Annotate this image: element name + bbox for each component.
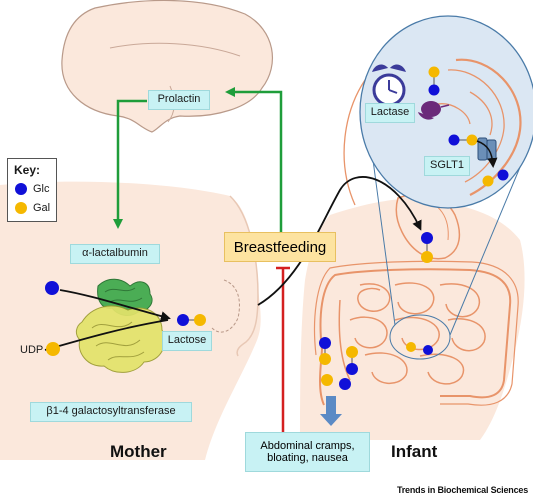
glc-molecule [423,345,433,355]
glc-molecule [428,84,440,96]
lactose-label: Lactose [162,331,212,351]
gal-molecule [406,342,416,352]
zoom-region [389,314,451,360]
gal-molecule [319,353,331,365]
key-title: Key: [14,163,41,177]
large-intestine [319,268,512,399]
glc-molecule [45,281,59,295]
glc-molecule [339,378,351,390]
prolactin-label: Prolactin [148,90,210,110]
key-glc-label: Glc [33,183,50,195]
lactase-label: Lactase [365,103,415,123]
gal-molecule [482,175,494,187]
gal-key-swatch [15,202,27,214]
alpha-lactalbumin-label: α-lactalbumin [70,244,160,264]
infant-title: Infant [391,442,438,461]
glc-molecule [448,134,460,146]
key-gal-label: Gal [33,202,51,214]
gal-molecule [421,251,433,263]
mother-title: Mother [110,442,167,461]
gal-molecule [46,342,60,356]
down-arrow-icon [320,396,342,426]
lactase-enzyme-icon [418,101,450,120]
glc-key-swatch [15,183,27,195]
glc-molecule [177,314,189,326]
symptoms-line-1: Abdominal cramps, [260,440,355,452]
glc-molecule [421,232,433,244]
gal-molecule [346,346,358,358]
nipple-outline [211,279,240,333]
breastfeeding-label: Breastfeeding [224,232,336,262]
key-legend: Key: Glc Gal [7,158,57,222]
gal-molecule [194,314,206,326]
galactosyltransferase-label: β1-4 galactosyltransferase [30,402,192,422]
glc-molecule [497,169,509,181]
infant-head [343,79,366,206]
brain [61,0,274,133]
glc-molecule [346,363,358,375]
mother-breast-outline [229,195,259,357]
gal-molecule [321,374,333,386]
infant-body [300,198,525,440]
udp-label: UDP [20,344,44,356]
sglt1-label: SGLT1 [424,156,470,176]
gal-molecule [466,134,478,146]
symptoms-label: Abdominal cramps, bloating, nausea [245,432,370,472]
sglt1-transporter-icon [477,137,497,161]
gal-molecule [428,66,440,78]
glc-molecule [319,337,331,349]
journal-credit: Trends in Biochemical Sciences [396,485,528,495]
symptoms-line-2: bloating, nausea [267,452,348,464]
